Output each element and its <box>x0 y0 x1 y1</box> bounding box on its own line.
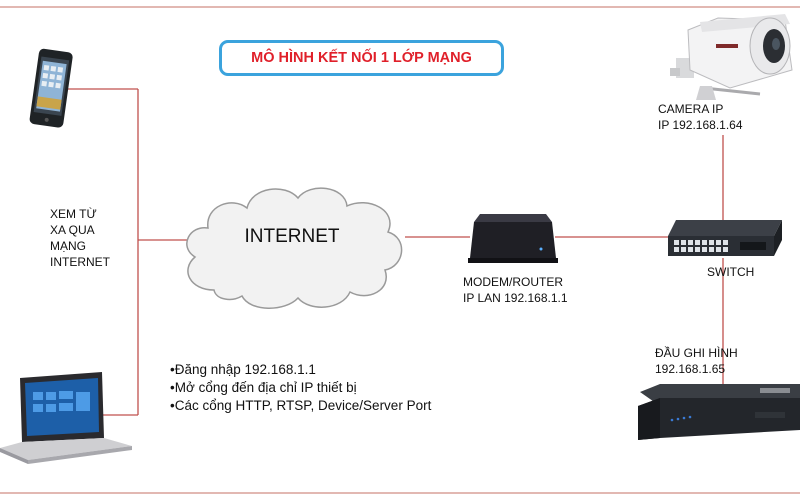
camera-label: CAMERA IP IP 192.168.1.64 <box>658 101 743 133</box>
recorder-label: ĐẦU GHI HÌNH 192.168.1.65 <box>655 345 738 377</box>
remote-view-line: XEM TỪ <box>50 207 97 221</box>
remote-view-label: XEM TỪ XA QUA MẠNG INTERNET <box>50 206 110 270</box>
ip-camera-icon <box>670 14 793 100</box>
smartphone-icon <box>29 48 73 128</box>
nvr-recorder-icon <box>638 384 800 440</box>
router-icon <box>468 214 558 263</box>
remote-view-line: MẠNG <box>50 239 86 253</box>
recorder-ip: 192.168.1.65 <box>655 362 726 376</box>
remote-view-line: INTERNET <box>50 255 110 269</box>
setup-notes: •Đăng nhập 192.168.1.1 •Mở cổng đến địa … <box>170 361 431 415</box>
modem-router-ip: IP LAN 192.168.1.1 <box>463 291 568 305</box>
camera-name: CAMERA IP <box>658 102 724 116</box>
modem-router-name: MODEM/ROUTER <box>463 275 563 289</box>
remote-view-line: XA QUA <box>50 223 95 237</box>
recorder-name: ĐẦU GHI HÌNH <box>655 346 738 360</box>
note-item: •Đăng nhập 192.168.1.1 <box>170 362 316 377</box>
switch-label: SWITCH <box>707 265 755 279</box>
internet-label: INTERNET <box>244 226 340 247</box>
laptop-icon <box>0 372 132 464</box>
diagram-title: MÔ HÌNH KẾT NỐI 1 LỚP MẠNG <box>219 40 504 76</box>
note-item: •Các cổng HTTP, RTSP, Device/Server Port <box>170 398 432 413</box>
cloud-icon <box>186 187 403 309</box>
network-switch-icon <box>668 220 782 256</box>
note-item: •Mở cổng đến địa chỉ IP thiết bị <box>170 380 357 395</box>
camera-ip: IP 192.168.1.64 <box>658 118 743 132</box>
modem-router-label: MODEM/ROUTER IP LAN 192.168.1.1 <box>463 274 568 306</box>
